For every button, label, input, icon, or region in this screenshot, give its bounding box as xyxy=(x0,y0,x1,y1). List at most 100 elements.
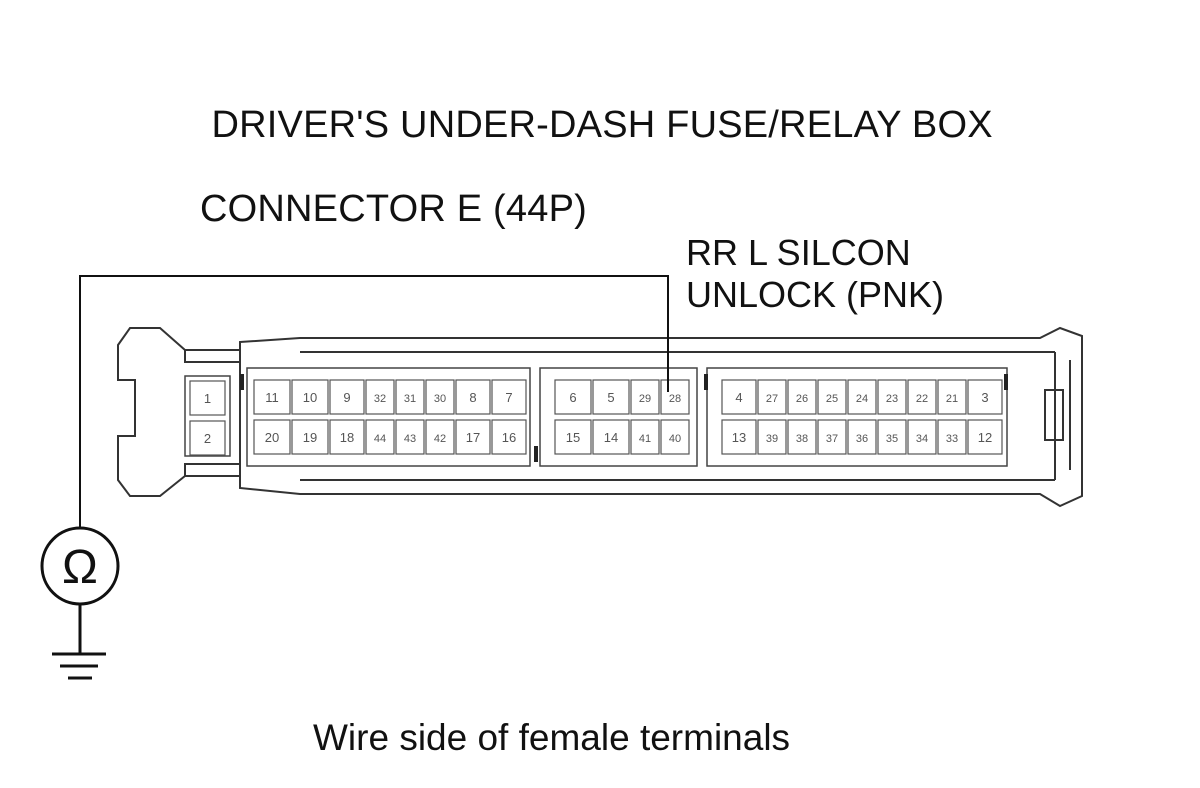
title-line-1: DRIVER'S UNDER-DASH FUSE/RELAY BOX xyxy=(211,104,993,146)
terminal-number-25: 25 xyxy=(826,393,838,405)
caption: Wire side of female terminals xyxy=(313,717,791,758)
terminal-number-31: 31 xyxy=(404,393,416,405)
terminal-number-22: 22 xyxy=(916,393,928,405)
terminal-35 xyxy=(877,419,907,455)
wire-label: RR L SILCON UNLOCK (PNK) xyxy=(686,232,944,316)
terminal-26 xyxy=(787,379,817,415)
terminal-number-36: 36 xyxy=(856,433,868,445)
terminal-20 xyxy=(253,419,291,455)
terminal-number-38: 38 xyxy=(796,433,808,445)
terminal-number-10: 10 xyxy=(303,390,317,405)
terminal-block-frames xyxy=(184,367,1008,467)
terminal-34 xyxy=(907,419,937,455)
terminal-number-43: 43 xyxy=(404,433,416,445)
terminal-9 xyxy=(329,379,365,415)
terminal-37 xyxy=(817,419,847,455)
keying-tab xyxy=(1004,374,1008,390)
page-title: DRIVER'S UNDER-DASH FUSE/RELAY BOX CONNE… xyxy=(190,62,993,272)
terminal-36 xyxy=(847,419,877,455)
terminal-number-41: 41 xyxy=(639,433,651,445)
terminal-39 xyxy=(757,419,787,455)
terminal-28 xyxy=(660,379,690,415)
keying-tab xyxy=(704,374,708,390)
terminal-number-2: 2 xyxy=(204,431,211,446)
terminal-number-1: 1 xyxy=(204,391,211,406)
terminal-number-24: 24 xyxy=(856,393,868,405)
terminal-14 xyxy=(592,419,630,455)
terminal-13 xyxy=(721,419,757,455)
keying-tab xyxy=(240,374,244,390)
terminal-23 xyxy=(877,379,907,415)
terminal-number-19: 19 xyxy=(303,430,317,445)
terminal-3 xyxy=(967,379,1003,415)
ohm-symbol: Ω xyxy=(62,541,98,594)
terminal-number-27: 27 xyxy=(766,393,778,405)
block-2-frame xyxy=(539,367,698,467)
terminal-number-21: 21 xyxy=(946,393,958,405)
terminal-4 xyxy=(721,379,757,415)
terminal-1 xyxy=(189,380,226,416)
title-line-2: CONNECTOR E (44P) xyxy=(200,188,587,230)
terminal-number-4: 4 xyxy=(735,390,742,405)
terminal-25 xyxy=(817,379,847,415)
terminal-42 xyxy=(425,419,455,455)
terminal-number-29: 29 xyxy=(639,393,651,405)
terminal-number-6: 6 xyxy=(569,390,576,405)
terminal-number-13: 13 xyxy=(732,430,746,445)
terminal-41 xyxy=(630,419,660,455)
terminal-number-3: 3 xyxy=(981,390,988,405)
test-wire xyxy=(79,275,669,528)
block-0-frame xyxy=(184,375,231,457)
terminal-number-30: 30 xyxy=(434,393,446,405)
terminal-number-15: 15 xyxy=(566,430,580,445)
keying-tab xyxy=(534,446,538,462)
terminal-38 xyxy=(787,419,817,455)
terminal-number-42: 42 xyxy=(434,433,446,445)
terminal-number-17: 17 xyxy=(466,430,480,445)
terminal-30 xyxy=(425,379,455,415)
terminal-33 xyxy=(937,419,967,455)
terminal-17 xyxy=(455,419,491,455)
terminal-10 xyxy=(291,379,329,415)
wire-label-line-2: UNLOCK (PNK) xyxy=(686,274,945,315)
terminal-8 xyxy=(455,379,491,415)
terminal-number-39: 39 xyxy=(766,433,778,445)
terminal-number-34: 34 xyxy=(916,433,928,445)
terminal-6 xyxy=(554,379,592,415)
terminal-27 xyxy=(757,379,787,415)
terminal-2 xyxy=(189,420,226,456)
terminal-29 xyxy=(630,379,660,415)
terminal-22 xyxy=(907,379,937,415)
terminal-43 xyxy=(395,419,425,455)
terminal-number-8: 8 xyxy=(469,390,476,405)
terminal-number-14: 14 xyxy=(604,430,618,445)
terminal-31 xyxy=(395,379,425,415)
terminal-32 xyxy=(365,379,395,415)
terminal-number-40: 40 xyxy=(669,433,681,445)
ground-icon xyxy=(52,604,106,680)
terminal-number-12: 12 xyxy=(978,430,992,445)
terminal-number-18: 18 xyxy=(340,430,354,445)
terminal-24 xyxy=(847,379,877,415)
terminal-number-37: 37 xyxy=(826,433,838,445)
terminal-number-32: 32 xyxy=(374,393,386,405)
terminal-number-11: 11 xyxy=(265,390,279,405)
terminal-15 xyxy=(554,419,592,455)
terminal-16 xyxy=(491,419,527,455)
terminal-number-20: 20 xyxy=(265,430,279,445)
terminal-number-5: 5 xyxy=(607,390,614,405)
wire-label-line-1: RR L SILCON xyxy=(686,232,911,273)
block-3-frame xyxy=(706,367,1008,467)
connector-housing xyxy=(117,326,1083,508)
terminal-40 xyxy=(660,419,690,455)
terminal-number-16: 16 xyxy=(502,430,516,445)
terminal-7 xyxy=(491,379,527,415)
terminal-number-7: 7 xyxy=(505,390,512,405)
block-1-frame xyxy=(246,367,531,467)
terminal-11 xyxy=(253,379,291,415)
terminal-18 xyxy=(329,419,365,455)
terminal-number-33: 33 xyxy=(946,433,958,445)
terminal-number-26: 26 xyxy=(796,393,808,405)
